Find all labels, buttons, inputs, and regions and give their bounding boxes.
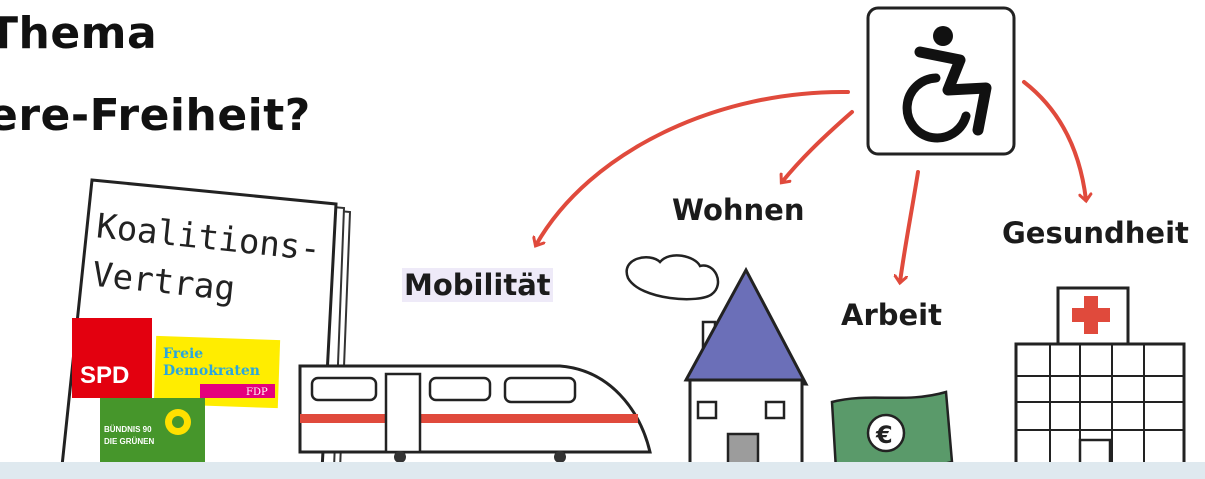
train-icon (298, 364, 652, 463)
arrow-to-health (1022, 80, 1086, 200)
bottom-strip (0, 462, 1205, 479)
topic-label-housing: Wohnen (672, 193, 805, 227)
greens-line-2: DIE GRÜNEN (104, 437, 154, 446)
hospital-icon (1014, 286, 1186, 476)
fdp-logo: Freie Demokraten FDP (153, 335, 281, 409)
coalition-booklet: SPD Freie Demokraten FDP BÜNDNIS 90 DIE … (60, 178, 352, 472)
topic-arrows (536, 80, 1086, 282)
topic-label-work: Arbeit (841, 298, 942, 332)
banknote-icon: € (830, 390, 954, 472)
heading-line-1: Thema (0, 8, 158, 59)
spd-logo: SPD (72, 318, 152, 398)
topic-label-mobility: Mobilität (402, 268, 553, 302)
heading-line-2: ere-Freiheit? (0, 90, 311, 141)
arrow-to-housing (782, 110, 854, 182)
spd-label: SPD (80, 362, 129, 389)
house-icon (625, 254, 809, 474)
euro-symbol: € (875, 421, 893, 449)
greens-logo: BÜNDNIS 90 DIE GRÜNEN (100, 398, 205, 468)
arrow-to-mobility (536, 89, 850, 245)
topic-label-health: Gesundheit (1002, 216, 1189, 250)
fdp-line-2: Demokraten (163, 363, 260, 379)
wheelchair-icon (866, 6, 1016, 156)
fdp-line-1: Freie (163, 346, 203, 362)
fdp-tag: FDP (246, 387, 268, 398)
arrow-to-work (900, 170, 920, 282)
greens-line-1: BÜNDNIS 90 (104, 425, 152, 434)
